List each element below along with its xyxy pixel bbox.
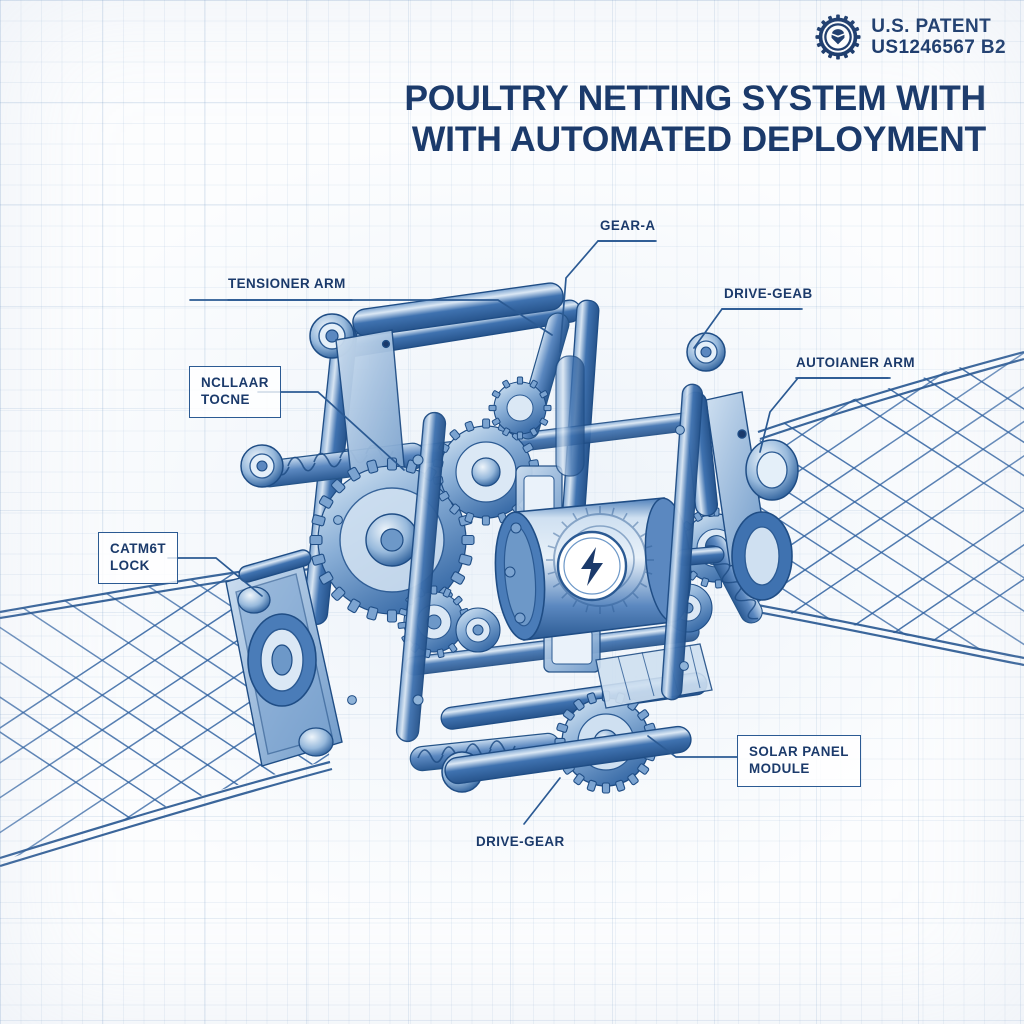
patent-label: U.S. PATENT (871, 15, 992, 37)
callout-tensioner-arm-label: TENSIONER ARM (228, 276, 346, 291)
callout-solar-panel-line-1: SOLAR PANEL (749, 744, 849, 759)
callout-solar-panel-module: SOLAR PANEL MODULE (737, 735, 861, 787)
leader-ratchet-lock (167, 557, 263, 597)
patent-number: US1246567 B2 (871, 37, 1006, 58)
patent-number-text: U.S. PATENT US1246567 B2 (871, 16, 1006, 59)
callout-ratchet-lock-line-2: LOCK (110, 558, 150, 574)
electric-motor-housing (494, 497, 725, 641)
callout-nclaar-togne-line-1: NCLLAAR (201, 375, 269, 390)
patent-seal-icon (815, 14, 861, 60)
title-line-1: POULTRY NETTING SYSTEM WITH (404, 78, 986, 118)
callout-gear-a-label: GEAR-A (600, 218, 656, 233)
callout-ratchet-lock-line-1: CATM6T (110, 541, 167, 556)
leader-solar-panel-module (647, 735, 738, 758)
title-line-2: WITH AUTOMATED DEPLOYMENT (411, 119, 986, 160)
callout-autotainer-arm: AUTOIANER ARM (796, 355, 915, 371)
callout-ratchet-lock: CATM6T LOCK (98, 532, 179, 584)
ratchet-lock-part (225, 549, 343, 767)
callout-drive-geab-label: DRIVE-GEAB (724, 286, 813, 301)
leader-autotainer-arm (759, 377, 889, 453)
patent-seal-block: U.S. PATENT US1246567 B2 (815, 14, 1006, 60)
callout-drive-gear: DRIVE-GEAR (476, 834, 565, 850)
callout-nclaar-togne-line-2: TOCNE (201, 392, 250, 408)
lightning-bolt-icon (556, 530, 628, 602)
callout-drive-geab: DRIVE-GEAB (724, 286, 813, 302)
frame-rails-front (395, 383, 704, 785)
callout-solar-panel-line-2: MODULE (749, 761, 810, 777)
leader-tensioner-arm (189, 299, 553, 336)
autotainer-arm-part (683, 391, 799, 601)
callout-autotainer-arm-label: AUTOIANER ARM (796, 355, 915, 370)
callout-tensioner-arm: TENSIONER ARM (228, 276, 346, 292)
callout-gear-a: GEAR-A (600, 218, 656, 234)
leader-drive-geab (693, 308, 801, 349)
page-title: POULTRY NETTING SYSTEM WITH WITH AUTOMAT… (0, 78, 986, 160)
leader-drive-gear (523, 777, 561, 825)
callout-nclaar-togne: NCLLAAR TOCNE (189, 366, 281, 418)
callout-drive-gear-label: DRIVE-GEAR (476, 834, 565, 849)
leader-gear-a (559, 240, 656, 353)
fasteners (333, 425, 689, 706)
